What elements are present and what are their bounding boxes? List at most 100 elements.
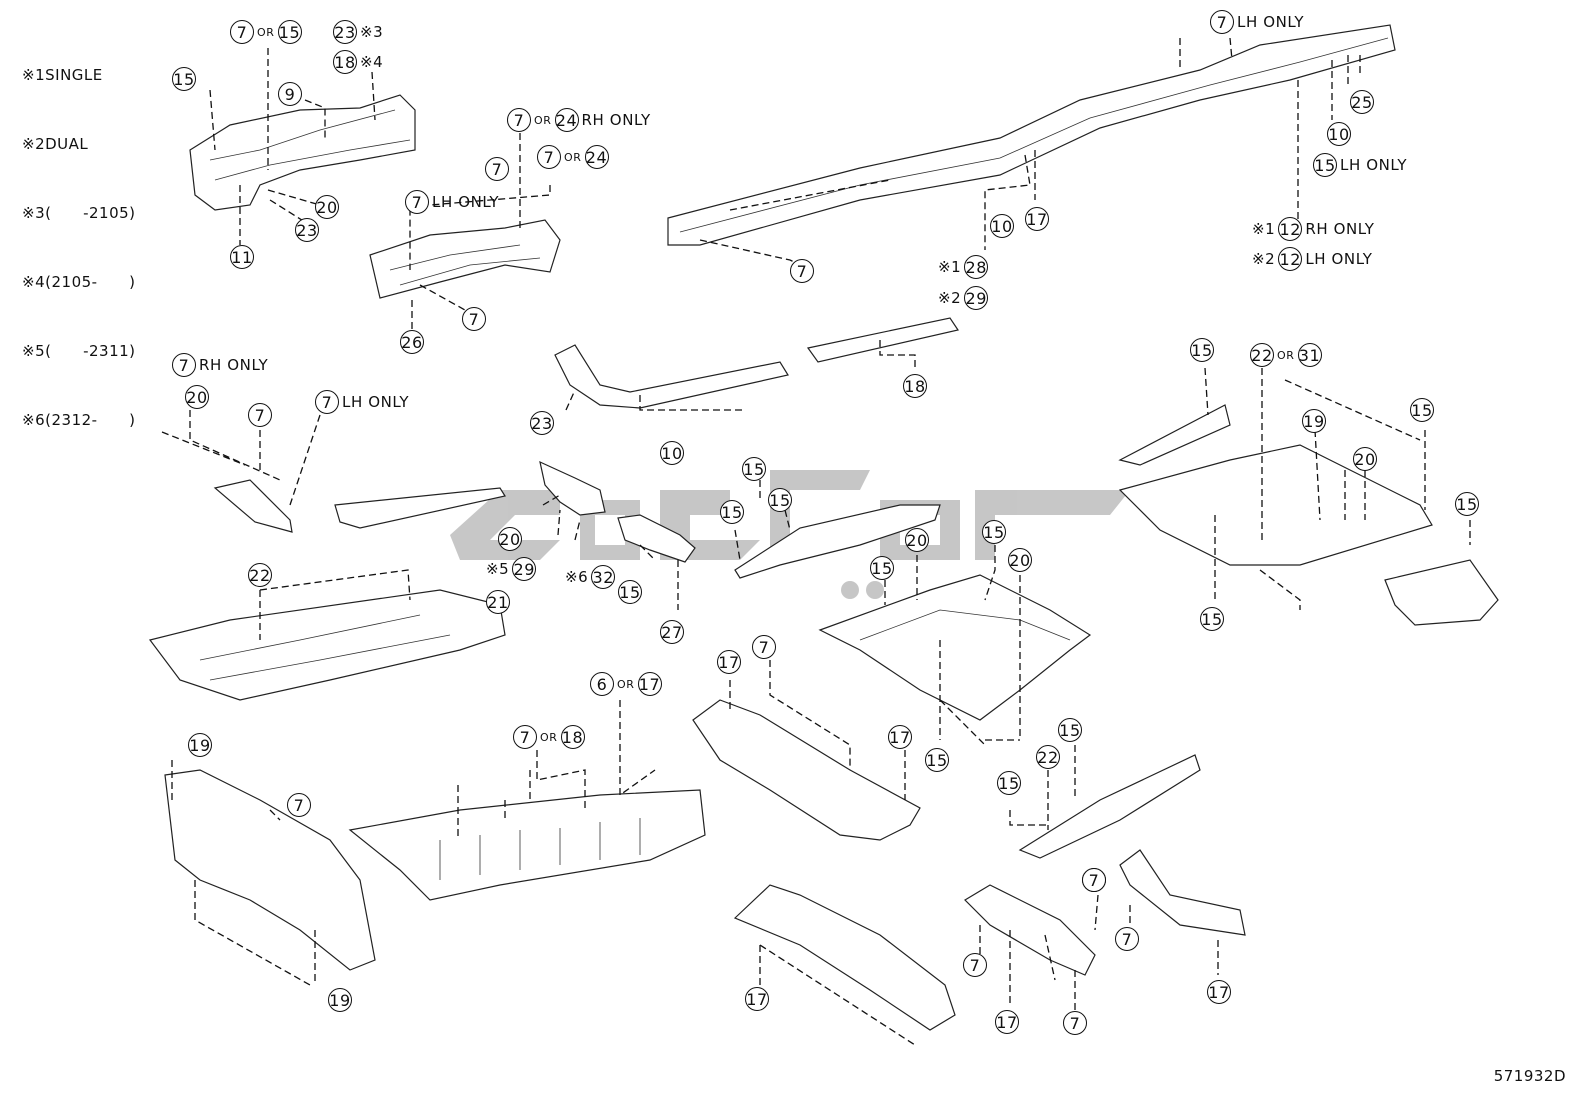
part-number[interactable]: 15 [997, 771, 1021, 795]
part-number[interactable]: 7 [230, 20, 254, 44]
part-number[interactable]: 28 [964, 255, 989, 279]
variant-mark: ※5 [486, 560, 510, 578]
variant-legend: ※1SINGLE ※2DUAL ※3( -2105) ※4(2105- ) ※5… [22, 18, 136, 455]
part-number[interactable]: 7 [248, 403, 272, 427]
part-number[interactable]: 7 [1082, 868, 1106, 892]
part-number[interactable]: 15 [1455, 492, 1479, 516]
part-number[interactable]: 11 [230, 245, 254, 269]
part-number[interactable]: 15 [870, 556, 894, 580]
part-number[interactable]: 20 [185, 385, 209, 409]
part-number[interactable]: 7 [485, 157, 509, 181]
part-number[interactable]: 29 [964, 286, 989, 310]
part-number[interactable]: 12 [1278, 247, 1303, 271]
part-number[interactable]: 31 [1297, 343, 1322, 367]
part-number[interactable]: 15 [618, 580, 642, 604]
part-number[interactable]: 20 [1008, 548, 1032, 572]
part-number[interactable]: 7 [405, 190, 429, 214]
part-number[interactable]: 29 [512, 557, 537, 581]
legend-text: ( -2105) [45, 204, 136, 222]
part-number[interactable]: 7 [462, 307, 486, 331]
part-number[interactable]: 7 [507, 108, 531, 132]
part-callout: 15 [172, 67, 196, 91]
part-number[interactable]: 22 [1250, 343, 1274, 367]
part-number[interactable]: 15 [277, 20, 302, 44]
part-number[interactable]: 7 [172, 353, 196, 377]
side-note: LH ONLY [1305, 250, 1373, 268]
or-label: OR [1277, 348, 1295, 362]
dash-panel-part [164, 769, 376, 971]
part-number[interactable]: 10 [660, 441, 684, 465]
variant-mark: ※2 [1252, 250, 1276, 268]
small-brace-part [213, 479, 293, 533]
part-number[interactable]: 17 [888, 725, 912, 749]
part-number[interactable]: 15 [1410, 398, 1434, 422]
part-number[interactable]: 7 [513, 725, 537, 749]
part-number[interactable]: 24 [584, 145, 609, 169]
part-number[interactable]: 17 [637, 672, 662, 696]
part-number[interactable]: 18 [903, 374, 927, 398]
part-number[interactable]: 23 [333, 20, 357, 44]
part-number[interactable]: 26 [400, 330, 424, 354]
part-number[interactable]: 10 [990, 214, 1014, 238]
part-number[interactable]: 23 [530, 411, 554, 435]
part-number[interactable]: 10 [1327, 122, 1351, 146]
part-number[interactable]: 21 [486, 590, 510, 614]
part-number[interactable]: 19 [1302, 409, 1326, 433]
legend-text: SINGLE [45, 66, 103, 84]
part-number[interactable]: 19 [188, 733, 212, 757]
part-number[interactable]: 7 [537, 145, 561, 169]
part-number[interactable]: 18 [560, 725, 585, 749]
part-callout: 15 [925, 748, 949, 772]
part-callout: 18※4 [333, 50, 383, 74]
part-number[interactable]: 20 [315, 195, 339, 219]
part-number[interactable]: 7 [790, 259, 814, 283]
part-number[interactable]: 15 [1058, 718, 1082, 742]
part-callout: 7 [963, 953, 987, 977]
or-label: OR [564, 150, 582, 164]
part-number[interactable]: 15 [720, 500, 744, 524]
part-number[interactable]: 15 [925, 748, 949, 772]
part-number[interactable]: 19 [328, 988, 352, 1012]
part-callout: 15 [1058, 718, 1082, 742]
rear-crossmember-part [1384, 559, 1499, 626]
part-number[interactable]: 7 [963, 953, 987, 977]
part-number[interactable]: 17 [1025, 207, 1049, 231]
part-number[interactable]: 17 [745, 987, 769, 1011]
part-number[interactable]: 7 [1063, 1011, 1087, 1035]
part-number[interactable]: 25 [1350, 90, 1374, 114]
part-callout: 17 [888, 725, 912, 749]
part-number[interactable]: 7 [752, 635, 776, 659]
part-number[interactable]: 18 [333, 50, 357, 74]
part-number[interactable]: 7 [1210, 10, 1234, 34]
part-number[interactable]: 15 [1200, 607, 1224, 631]
part-number[interactable]: 17 [717, 650, 741, 674]
part-number[interactable]: 20 [1353, 447, 1377, 471]
part-number[interactable]: 15 [768, 488, 792, 512]
part-number[interactable]: 12 [1278, 217, 1303, 241]
or-label: OR [534, 113, 552, 127]
part-number[interactable]: 15 [1190, 338, 1214, 362]
part-number[interactable]: 23 [295, 218, 319, 242]
part-number[interactable]: 17 [1207, 980, 1231, 1004]
part-number[interactable]: 15 [982, 520, 1006, 544]
part-number[interactable]: 7 [1115, 927, 1139, 951]
part-number[interactable]: 7 [315, 390, 339, 414]
part-number[interactable]: 6 [590, 672, 614, 696]
part-number[interactable]: 22 [1036, 745, 1060, 769]
part-number[interactable]: 27 [660, 620, 684, 644]
part-callout: 19 [188, 733, 212, 757]
part-number[interactable]: 24 [554, 108, 579, 132]
part-number[interactable]: 22 [248, 563, 272, 587]
part-number[interactable]: 20 [905, 528, 929, 552]
part-callout: 17 [995, 1010, 1019, 1034]
part-number[interactable]: 15 [172, 67, 196, 91]
part-number[interactable]: 9 [278, 82, 302, 106]
part-number[interactable]: 20 [498, 527, 522, 551]
part-number[interactable]: 15 [742, 457, 766, 481]
part-number[interactable]: 7 [287, 793, 311, 817]
part-number[interactable]: 17 [995, 1010, 1019, 1034]
part-number[interactable]: 15 [1313, 153, 1337, 177]
part-number[interactable]: 32 [591, 565, 616, 589]
